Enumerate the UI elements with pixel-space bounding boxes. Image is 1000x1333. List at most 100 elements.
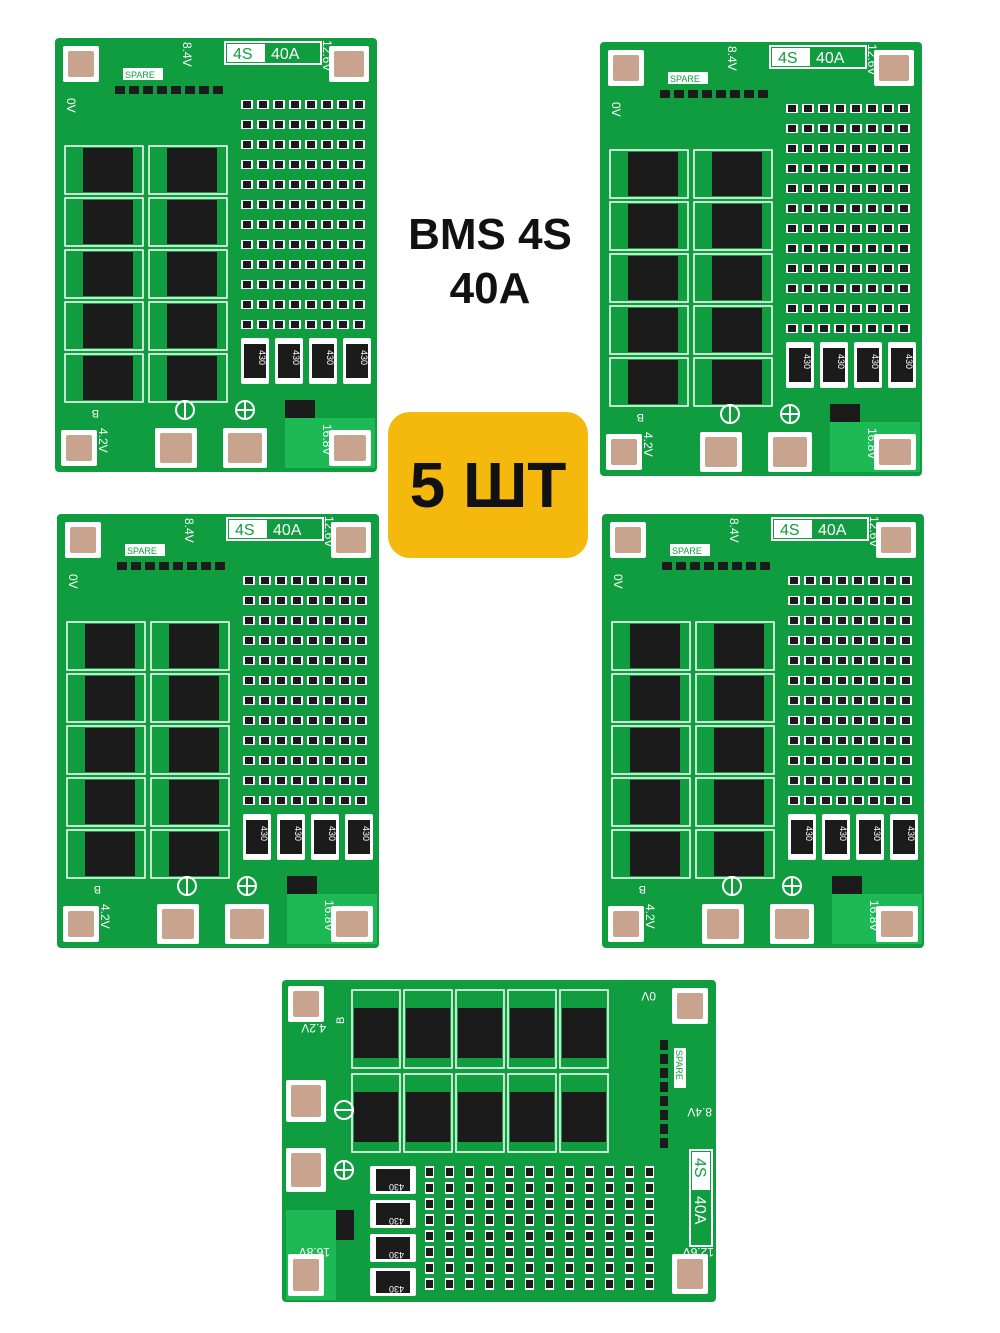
smd-part <box>902 797 910 804</box>
smd-part <box>790 577 798 584</box>
smd-part <box>788 245 796 252</box>
smd-part <box>606 1248 613 1256</box>
smd-part <box>902 697 910 704</box>
smd-part <box>277 797 285 804</box>
smd-part <box>129 86 139 94</box>
resistor-body <box>376 1237 410 1259</box>
mosfet-chip <box>628 152 678 196</box>
smd-part <box>870 777 878 784</box>
pcb-rotated-group: 0V8.4V12.6V4.2V16.8V4S40ASPARE4304304304… <box>282 980 716 1302</box>
smd-part <box>526 1232 533 1240</box>
smd-part <box>309 597 317 604</box>
smd-part <box>804 205 812 212</box>
smd-part <box>187 562 197 570</box>
smd-part <box>790 597 798 604</box>
smd-part <box>820 145 828 152</box>
smd-part <box>291 301 299 308</box>
smd-part <box>323 181 331 188</box>
smd-part <box>886 617 894 624</box>
mosfet-outline <box>66 777 146 827</box>
smd-part <box>854 657 862 664</box>
resistor-code: 430 <box>389 1216 404 1226</box>
smd-part <box>900 205 908 212</box>
smd-part <box>790 777 798 784</box>
smd-part <box>852 125 860 132</box>
mosfet-chip <box>628 360 678 404</box>
smd-part <box>884 305 892 312</box>
smd-part <box>357 737 365 744</box>
smd-part <box>261 617 269 624</box>
smd-part <box>446 1200 453 1208</box>
label-spare: SPARE <box>125 70 155 80</box>
smd-part <box>836 165 844 172</box>
smd-part <box>243 201 251 208</box>
smd-part <box>291 321 299 328</box>
title-line-1: BMS 4S <box>408 210 572 259</box>
smd-part <box>838 657 846 664</box>
smd-part <box>261 777 269 784</box>
smd-part <box>446 1248 453 1256</box>
smd-part <box>293 777 301 784</box>
resistor-code: 430 <box>291 350 301 365</box>
label-4-2v: 4.2V <box>643 904 657 929</box>
mosfet-outline <box>150 673 230 723</box>
label-40a: 40A <box>691 1196 708 1225</box>
smd-part <box>291 121 299 128</box>
smd-part <box>804 185 812 192</box>
smd-part <box>341 757 349 764</box>
smd-part <box>275 281 283 288</box>
smd-part <box>307 261 315 268</box>
smd-part <box>566 1248 573 1256</box>
label-16-8v: 16.8V <box>865 428 879 459</box>
smd-part <box>277 577 285 584</box>
smd-part <box>886 757 894 764</box>
label-8-4v: 8.4V <box>182 518 196 543</box>
label-16-8v: 16.8V <box>320 424 334 455</box>
smd-part <box>884 205 892 212</box>
smd-part <box>806 657 814 664</box>
smd-part <box>790 717 798 724</box>
resistor-body <box>314 820 336 854</box>
smd-part <box>868 165 876 172</box>
smd-part <box>293 617 301 624</box>
smd-part <box>838 677 846 684</box>
mosfet-chip <box>83 200 133 244</box>
smd-part <box>466 1264 473 1272</box>
smd-part <box>261 597 269 604</box>
label-4s: 4S <box>780 522 800 539</box>
smd-part <box>902 737 910 744</box>
smd-part <box>466 1280 473 1288</box>
mosfet-chip <box>714 780 764 824</box>
smd-part <box>526 1216 533 1224</box>
smd-part <box>426 1232 433 1240</box>
smd-part <box>790 637 798 644</box>
smd-part <box>836 285 844 292</box>
smd-part <box>838 617 846 624</box>
smd-part <box>744 90 754 98</box>
resistor-body <box>348 820 370 854</box>
smd-part <box>626 1232 633 1240</box>
smd-part <box>215 562 225 570</box>
mosfet-chip <box>169 780 219 824</box>
smd-part <box>309 737 317 744</box>
smd-part <box>259 161 267 168</box>
smd-part <box>131 562 141 570</box>
mosfet-chip <box>169 832 219 876</box>
smd-part <box>870 757 878 764</box>
smd-part <box>277 777 285 784</box>
smd-part <box>822 737 830 744</box>
smd-part <box>341 597 349 604</box>
smd-part <box>900 325 908 332</box>
smd-part <box>886 777 894 784</box>
smd-part <box>245 677 253 684</box>
smd-part <box>466 1248 473 1256</box>
resistor-code: 430 <box>361 826 371 841</box>
smd-part <box>277 617 285 624</box>
smd-part <box>606 1280 613 1288</box>
mosfet-outline <box>611 777 691 827</box>
smd-part <box>758 90 768 98</box>
mosfet-chip <box>714 676 764 720</box>
smd-part <box>868 185 876 192</box>
